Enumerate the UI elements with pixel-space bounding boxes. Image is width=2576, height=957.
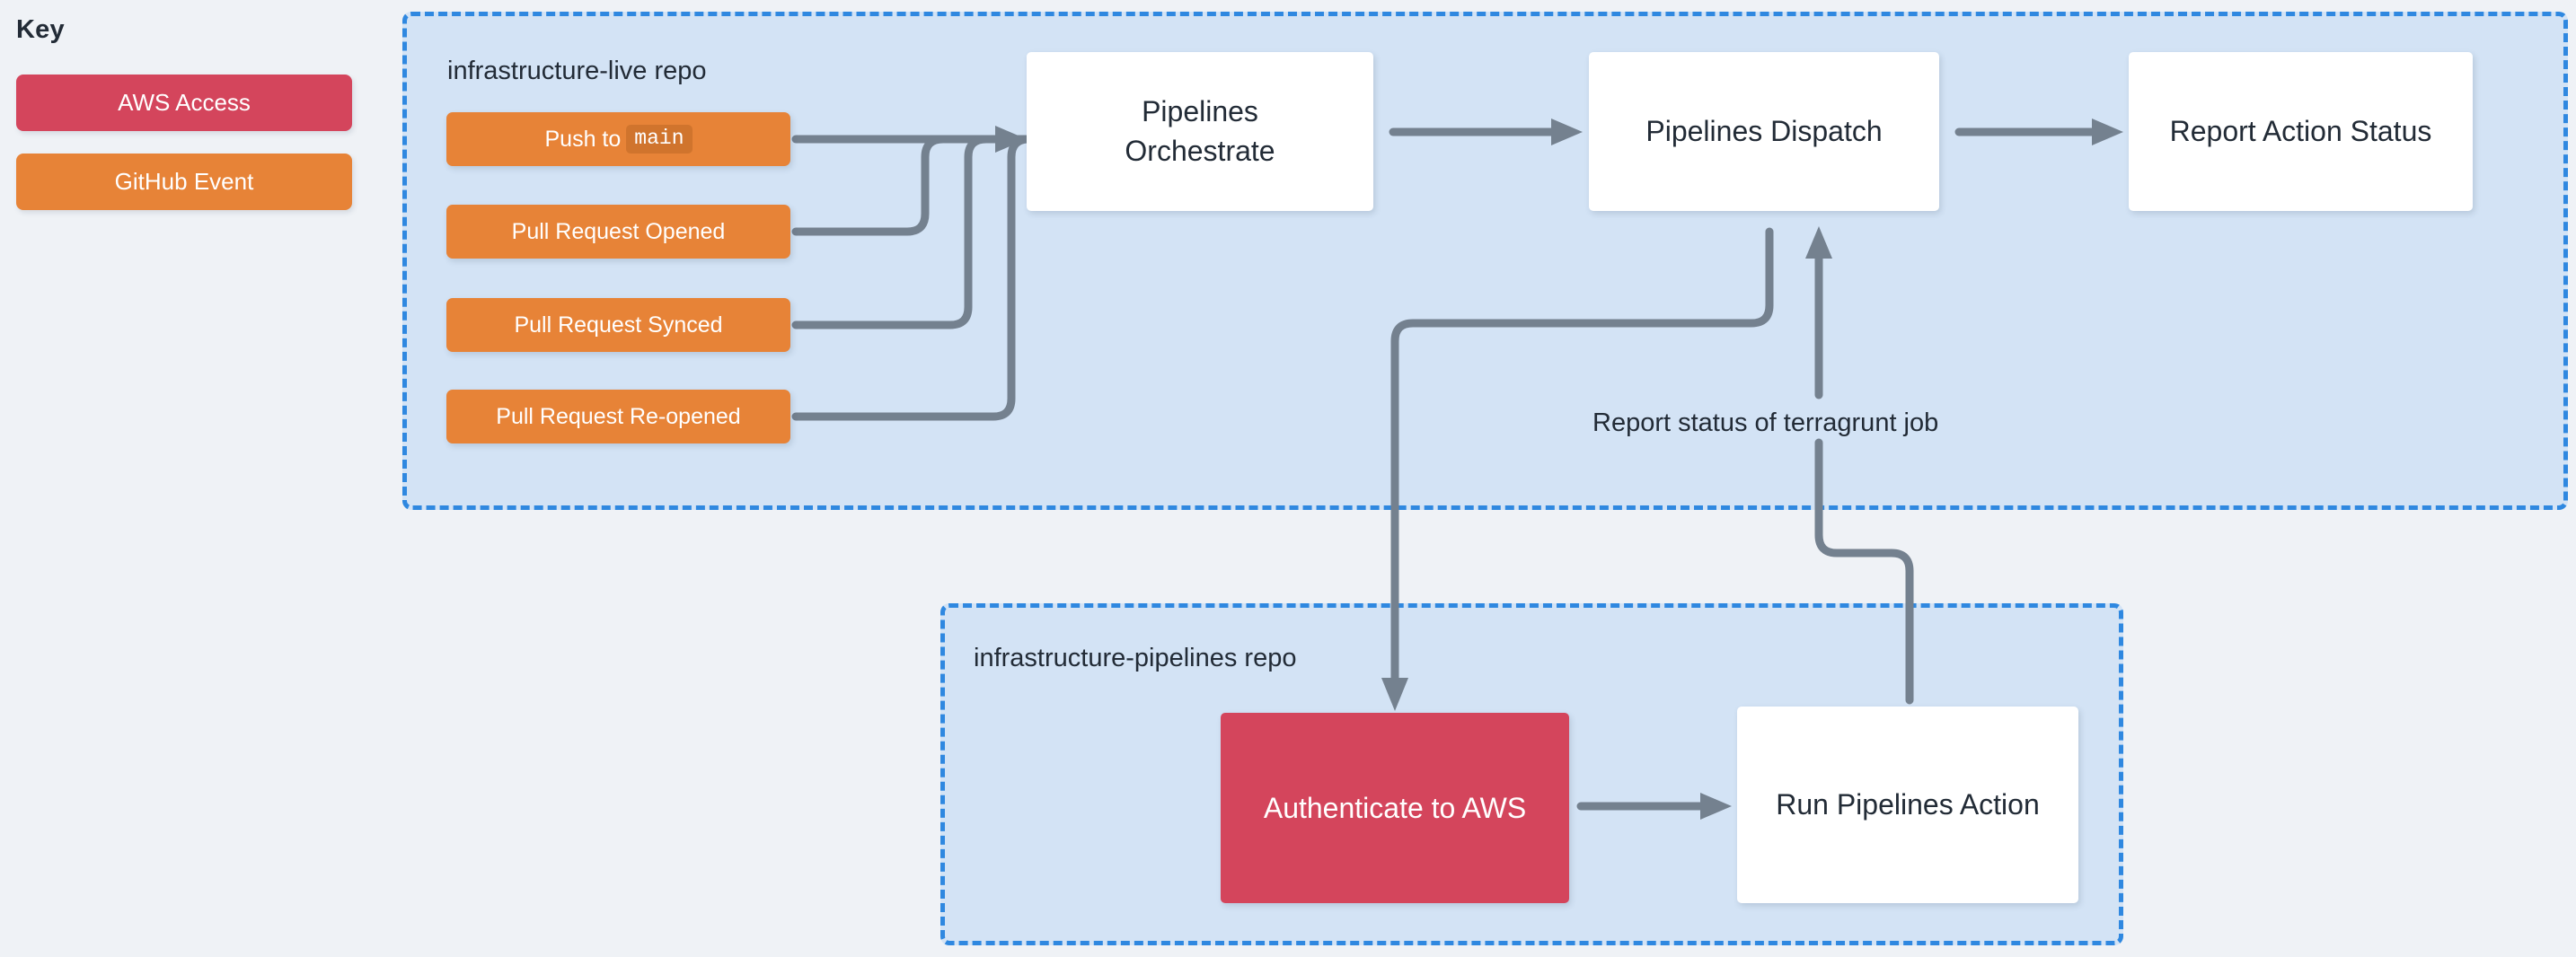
node-pull-request-opened[interactable]: Pull Request Opened	[446, 205, 790, 259]
branch-name-code: main	[626, 125, 693, 154]
node-label-run-pipelines-action: Run Pipelines Action	[1776, 787, 2040, 821]
node-pipelines-orchestrate[interactable]: Pipelines Orchestrate	[1027, 52, 1373, 211]
node-run-pipelines-action[interactable]: Run Pipelines Action	[1737, 707, 2078, 903]
repo-label-infrastructure-pipelines: infrastructure-pipelines repo	[974, 644, 1297, 672]
arrowhead-authenticate-to-run-action	[1700, 793, 1732, 820]
edge-dispatch-to-authenticate	[1390, 227, 1774, 687]
node-label-pipelines-dispatch: Pipelines Dispatch	[1645, 114, 1883, 147]
arrowhead-orchestrate-to-dispatch	[1551, 119, 1583, 145]
node-label-pull-request-opened: Pull Request Opened	[511, 218, 726, 244]
node-authenticate-to-aws[interactable]: Authenticate to AWS	[1221, 713, 1569, 903]
node-label-report-action-status: Report Action Status	[2169, 114, 2432, 147]
edge-pr-opened-to-orchestrate	[791, 135, 1010, 236]
edge-label-report-status: Report status of terragrunt job	[1592, 408, 1939, 437]
key-title: Key	[16, 15, 65, 44]
arrowhead-dispatch-to-report-action	[2092, 119, 2123, 145]
legend-item-github-event: GitHub Event	[16, 154, 352, 210]
arrowhead-dispatch-to-authenticate	[1381, 678, 1408, 711]
legend-item-aws-access: AWS Access	[16, 75, 352, 131]
node-label-pull-request-re-opened: Pull Request Re-opened	[496, 403, 741, 429]
node-pipelines-dispatch[interactable]: Pipelines Dispatch	[1589, 52, 1939, 211]
repo-label-infrastructure-live: infrastructure-live repo	[447, 57, 707, 85]
node-report-action-status[interactable]: Report Action Status	[2129, 52, 2473, 211]
edge-pr-synced-to-orchestrate	[791, 135, 1010, 329]
edge-run-action-to-dispatch-upper	[1814, 438, 1914, 705]
node-pull-request-synced[interactable]: Pull Request Synced	[446, 298, 790, 352]
legend-label-github-event: GitHub Event	[114, 168, 254, 195]
node-label-push-to-main: Push to	[544, 126, 622, 152]
node-label-pipelines-orchestrate: Pipelines Orchestrate	[1125, 95, 1275, 167]
legend-label-aws-access: AWS Access	[118, 89, 251, 116]
node-label-pull-request-synced: Pull Request Synced	[514, 312, 723, 338]
edge-pr-reopened-to-orchestrate	[791, 135, 1034, 421]
arrowhead-to-orchestrate	[995, 126, 1027, 153]
node-pull-request-re-opened[interactable]: Pull Request Re-opened	[446, 390, 790, 443]
node-label-authenticate-to-aws: Authenticate to AWS	[1263, 791, 1527, 824]
arrowhead-run-action-to-dispatch	[1805, 226, 1832, 259]
